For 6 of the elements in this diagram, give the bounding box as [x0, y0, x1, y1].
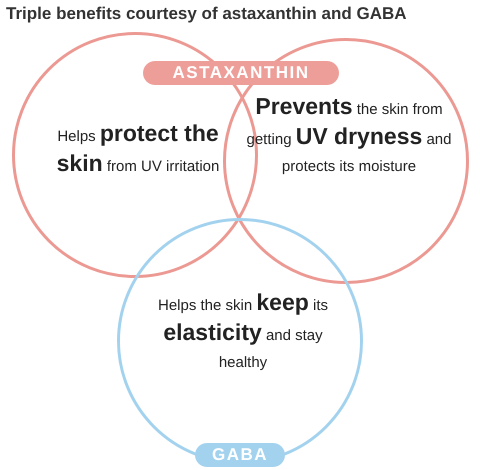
- set-label: GABA: [195, 443, 285, 467]
- set-label: ASTAXANTHIN: [143, 61, 339, 85]
- benefit-text: Helps the skin keep its elasticity and stay healthy: [157, 289, 329, 373]
- benefit-text: Helps protect the skin from UV irritation: [56, 120, 220, 178]
- benefit-text: Prevents the skin from getting UV dryness and protects its moisture: [246, 93, 452, 177]
- diagram-title: Triple benefits courtesy of astaxanthin and GABA: [6, 4, 407, 24]
